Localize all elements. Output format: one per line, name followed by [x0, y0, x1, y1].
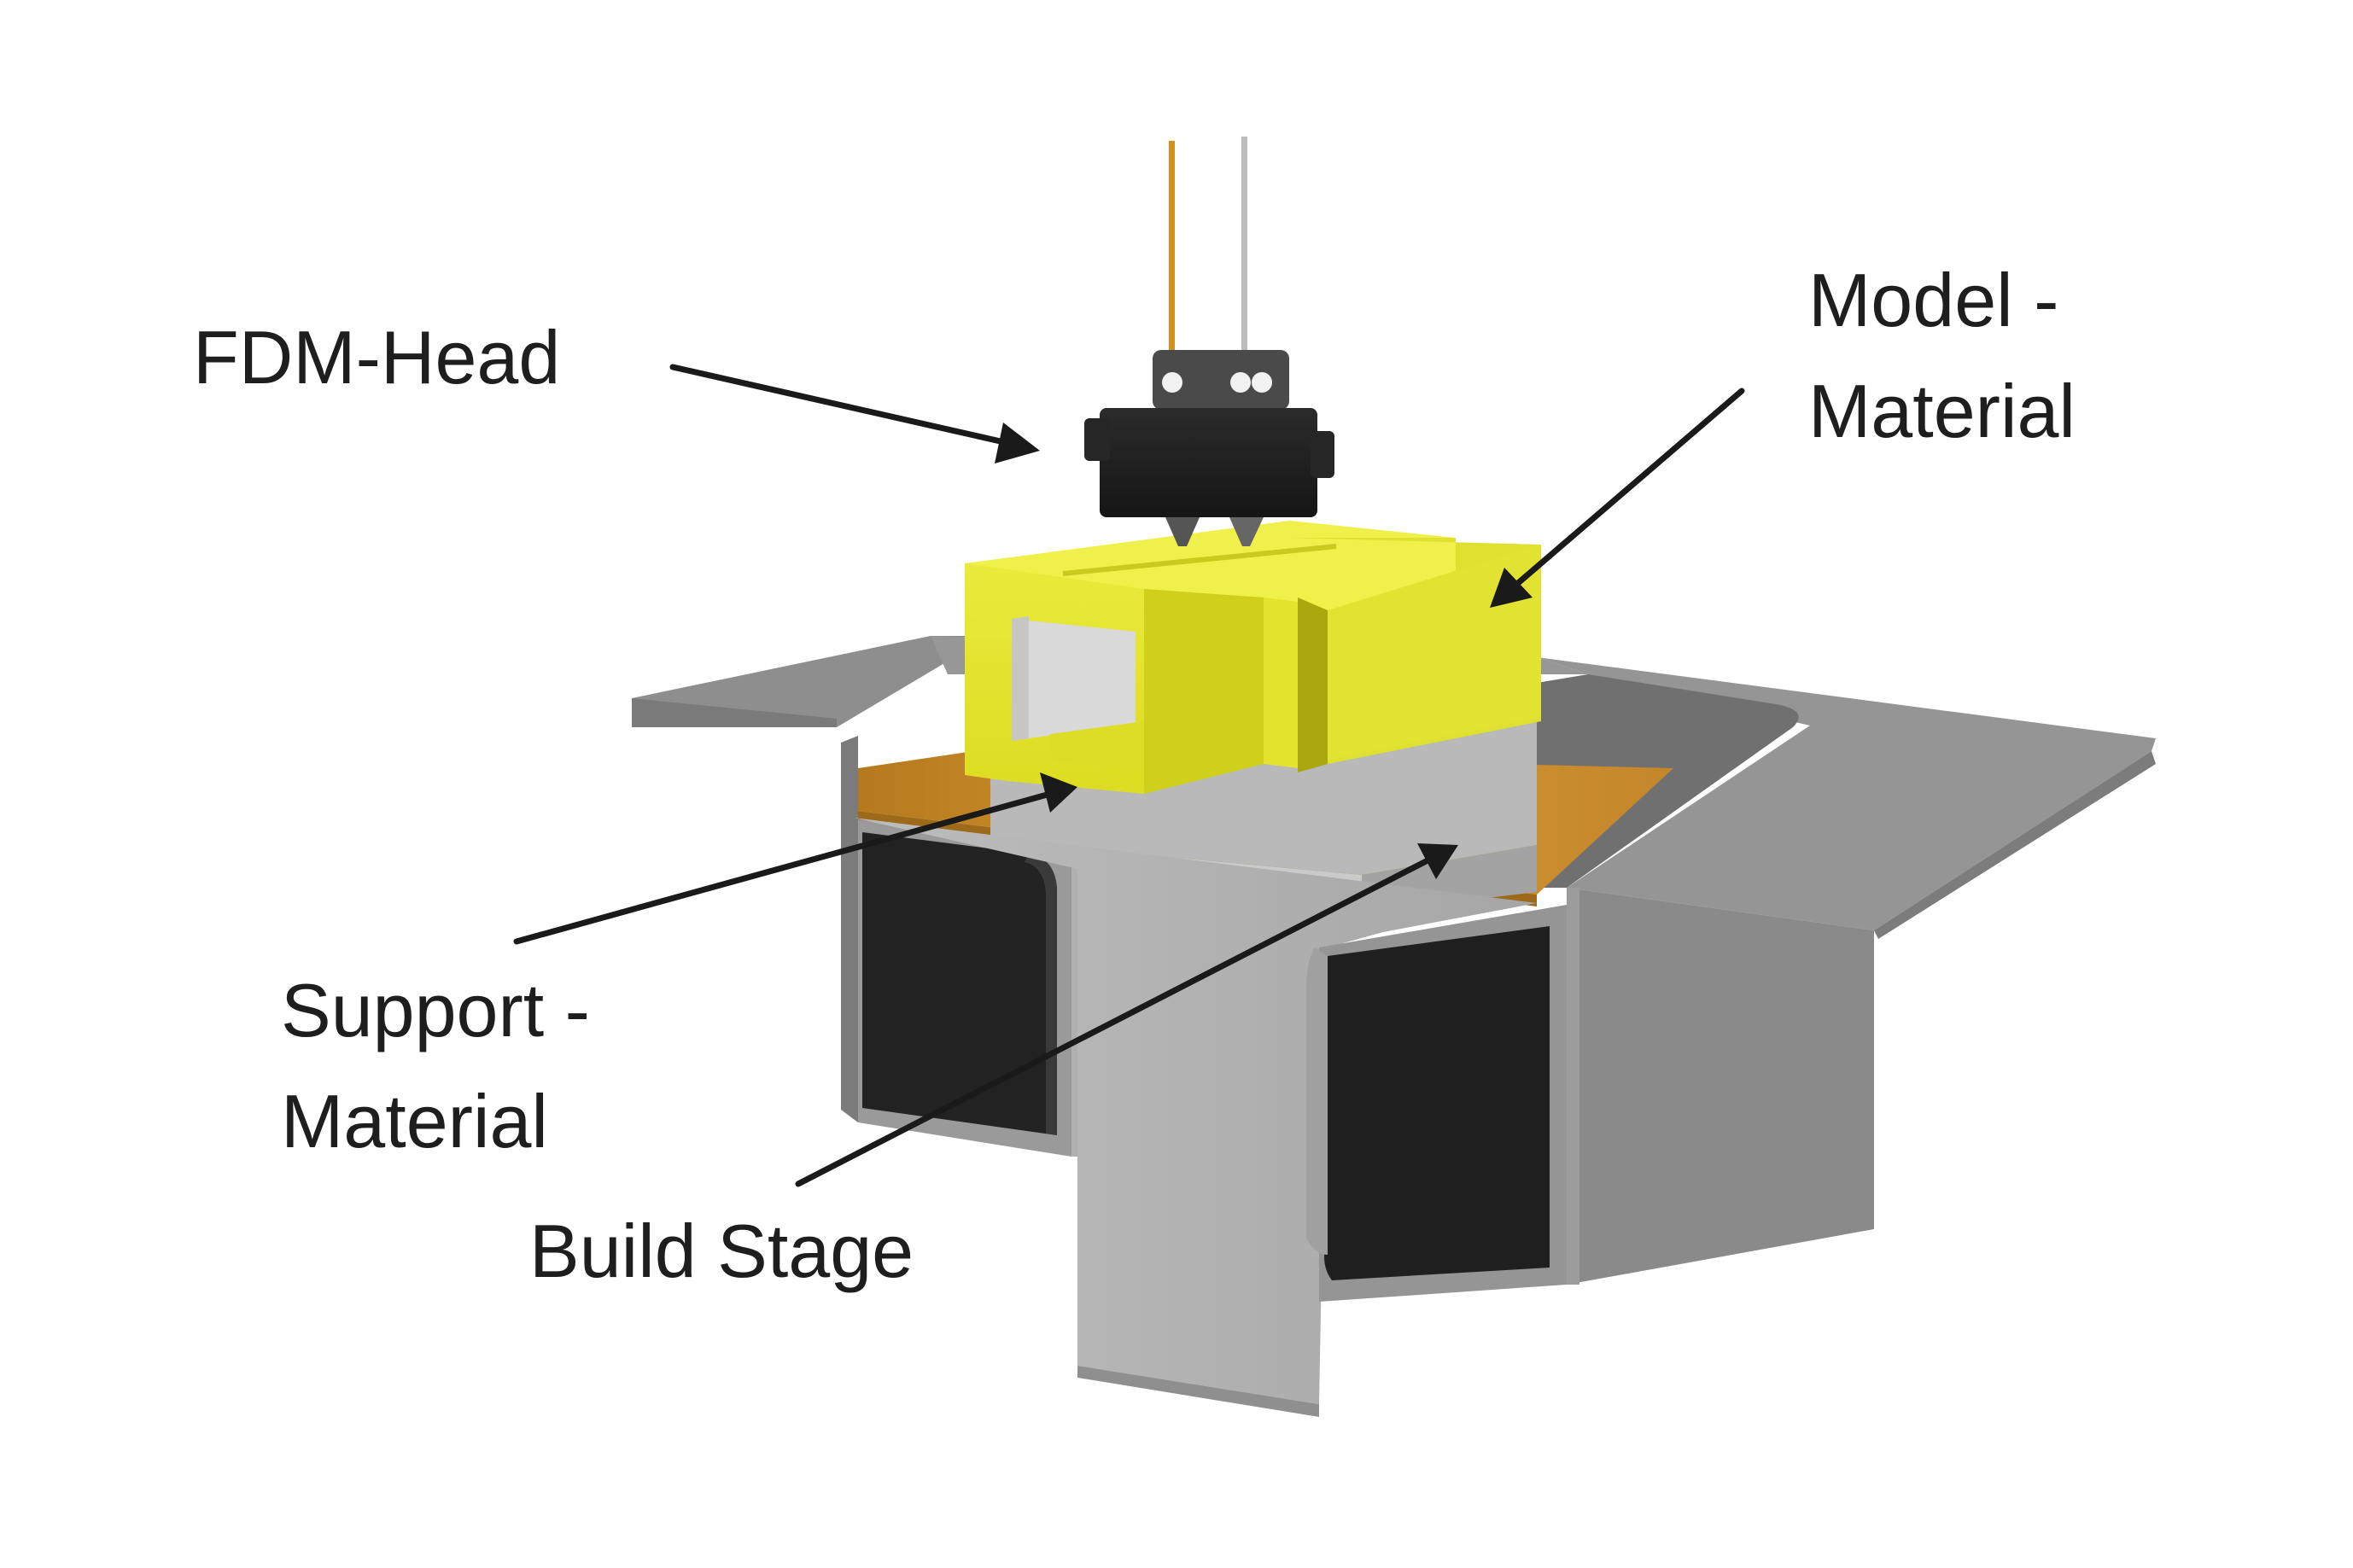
frame-plate-right — [1537, 657, 2156, 930]
nozzle-model — [1165, 517, 1200, 546]
arrowhead-support-material — [1040, 772, 1077, 813]
filament-support — [1241, 137, 1247, 367]
build-stage-label: Build Stage — [529, 1209, 914, 1293]
vat-inner-wall — [1537, 674, 1799, 888]
model-material-label-line2: Material — [1808, 369, 2076, 453]
leader-build-stage — [795, 854, 1436, 1187]
nozzle-support — [1229, 517, 1264, 546]
model-fin — [1328, 545, 1541, 760]
frame-plate-left — [632, 636, 990, 727]
build-stage-pillar — [854, 818, 1537, 1404]
leader-fdm-head — [669, 364, 1015, 447]
arrowhead-fdm-head — [995, 423, 1040, 463]
arrowhead-build-stage — [1417, 843, 1458, 879]
leader-model-material — [1508, 388, 1745, 592]
fdm-head-label: FDM-Head — [193, 315, 561, 399]
filament-model — [1169, 141, 1175, 364]
frame-plate-left-edge — [632, 698, 837, 727]
fdm-head — [1084, 137, 1334, 546]
model-part — [965, 521, 1541, 794]
frame-plate-right-edge — [1874, 751, 2156, 939]
support-material-label-line2: Material — [281, 1079, 548, 1163]
leader-lines — [513, 364, 1745, 1187]
arrowhead-model-material — [1490, 568, 1533, 608]
model-material-label-line1: Model - — [1808, 258, 2059, 342]
support-material-label-line1: Support - — [281, 968, 590, 1052]
leader-support-material — [513, 790, 1054, 945]
